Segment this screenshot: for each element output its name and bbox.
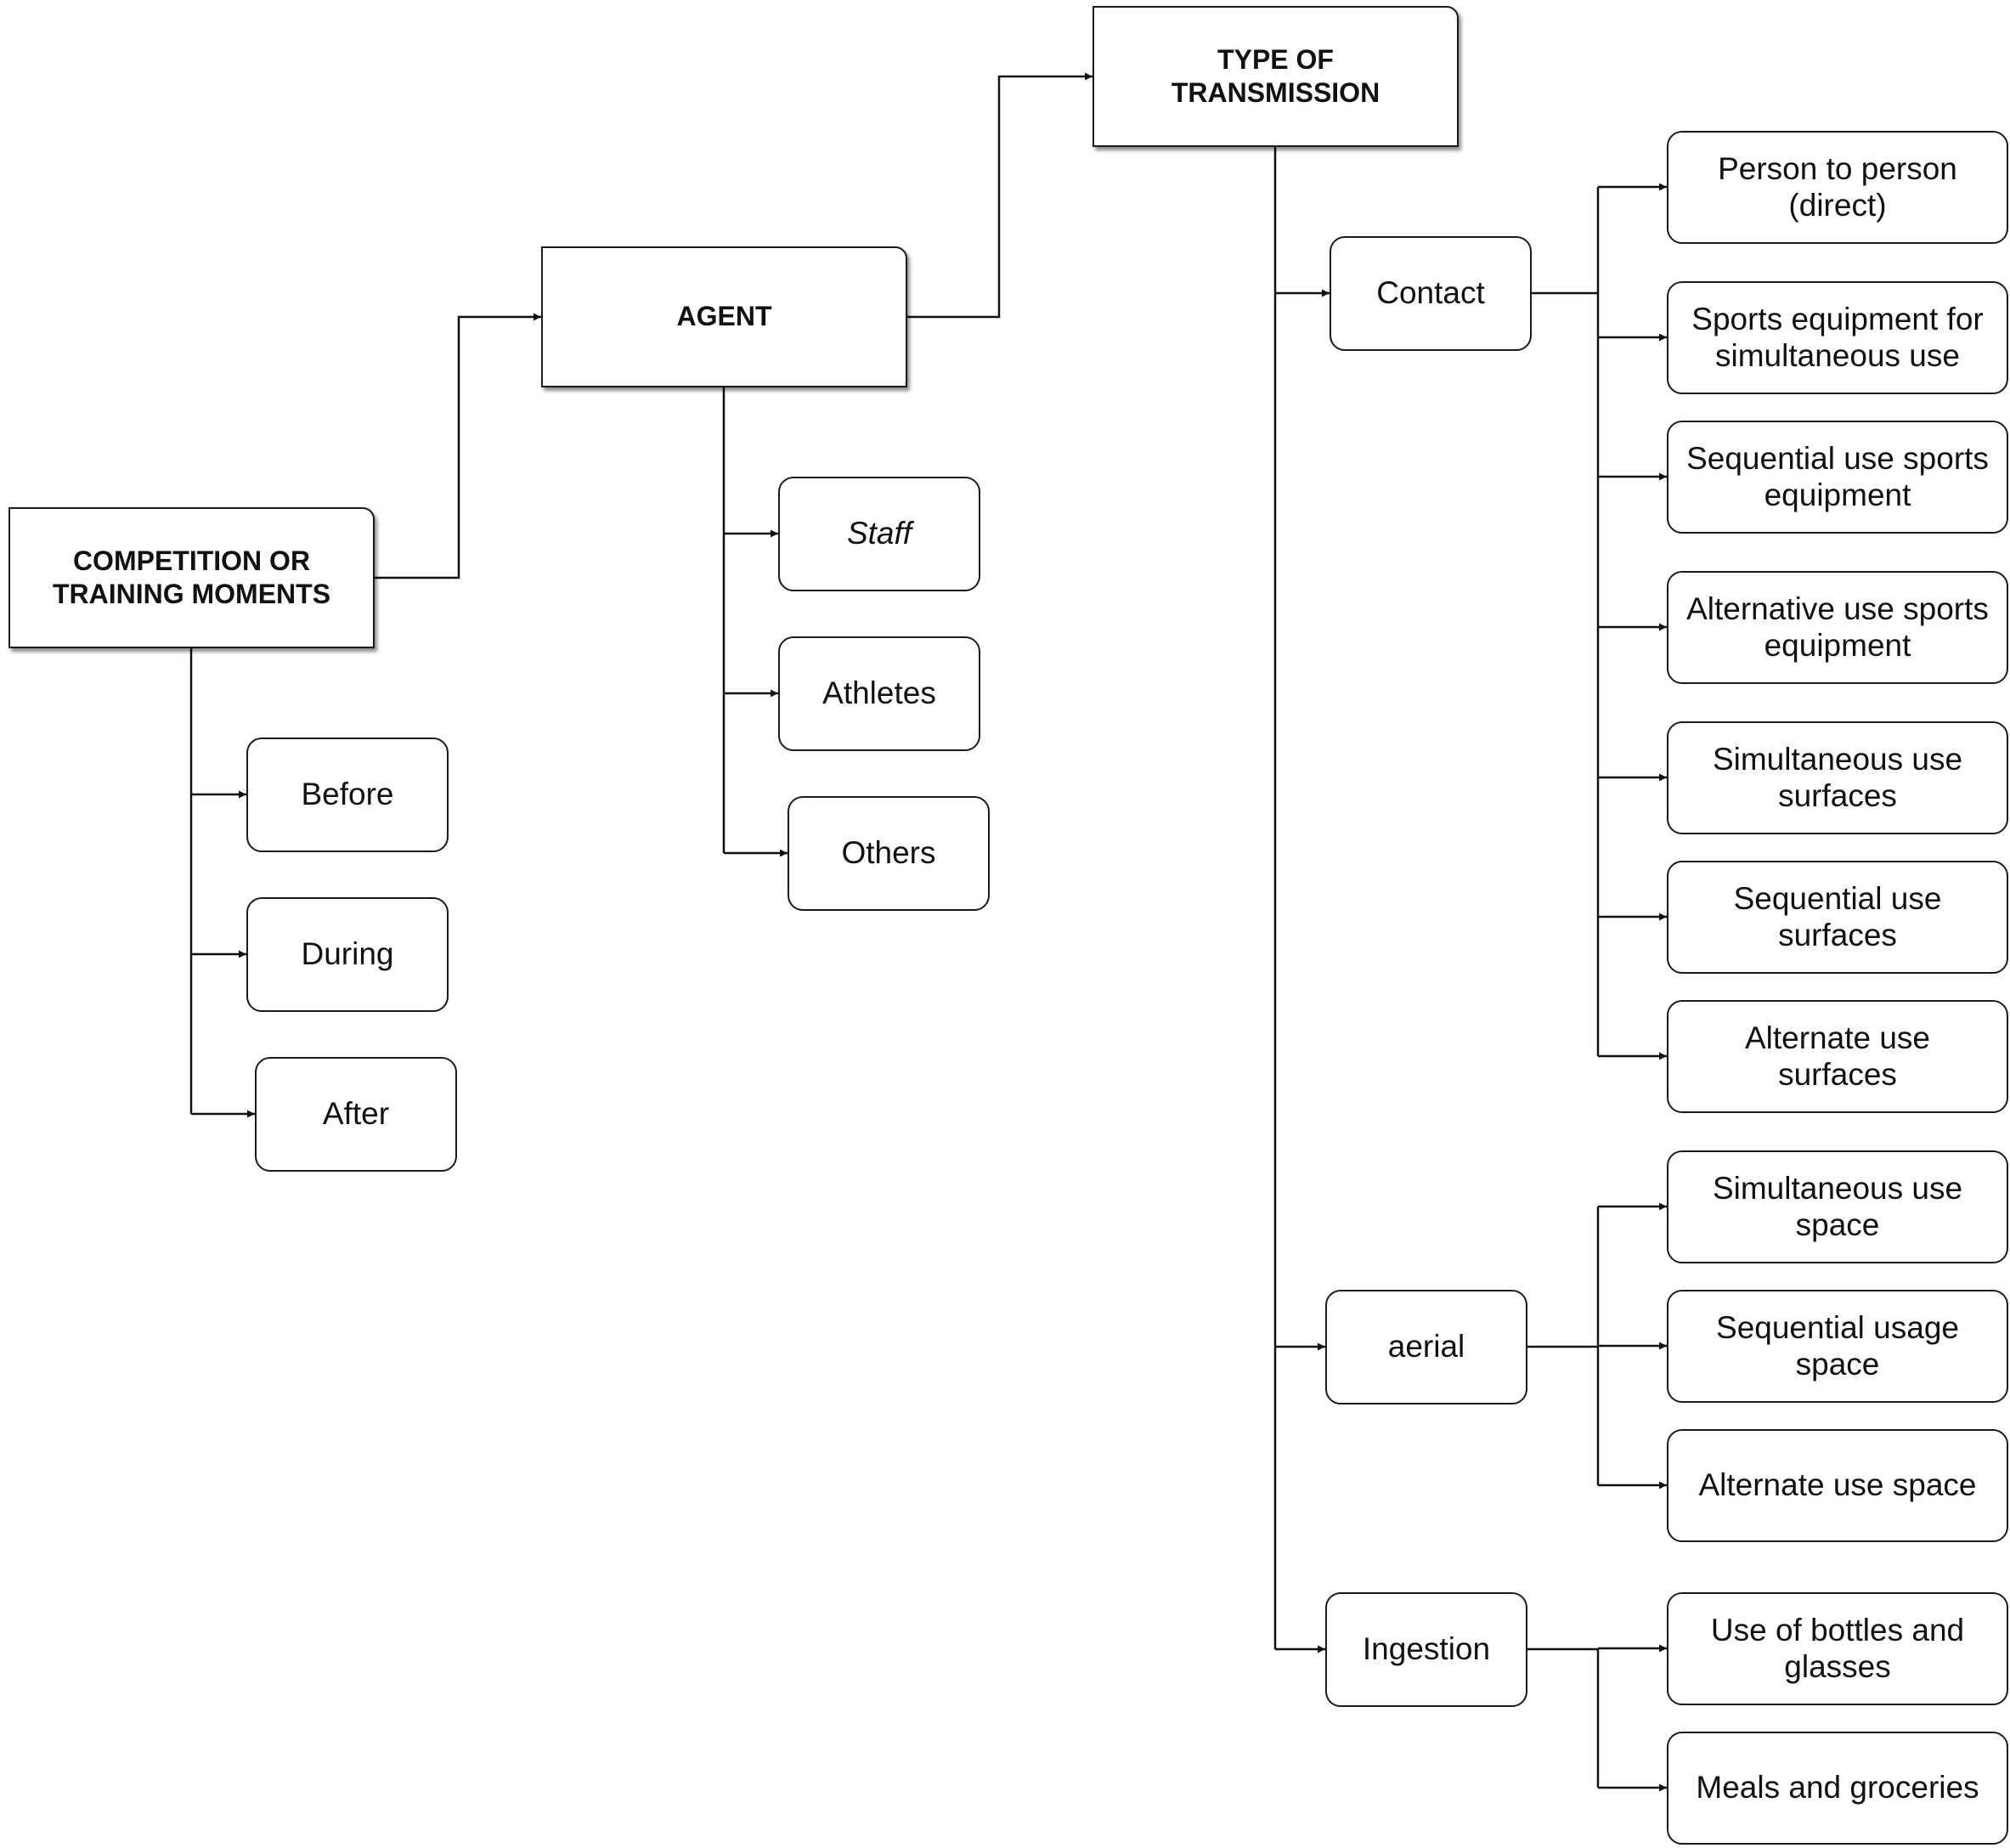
contact-item-label: Alternate use surfaces xyxy=(1744,1020,1931,1092)
transmission-aerial-label: aerial xyxy=(1387,1329,1465,1365)
moment-during-box: During xyxy=(246,897,449,1012)
ingestion-item-label: Meals and groceries xyxy=(1696,1770,1979,1806)
contact-item-surfaces-alternate: Alternate use surfaces xyxy=(1667,1000,2008,1113)
contact-item-label: Sequential use surfaces xyxy=(1733,880,1942,952)
contact-item-surfaces-sequential: Sequential use surfaces xyxy=(1667,861,2008,974)
aerial-item-label: Sequential usage space xyxy=(1716,1309,1959,1382)
aerial-item-label: Alternate use space xyxy=(1698,1467,1977,1503)
ingestion-item-label: Use of bottles and glasses xyxy=(1710,1612,1965,1684)
type-of-transmission-label: TYPE OF TRANSMISSION xyxy=(1171,43,1380,108)
agent-athletes-box: Athletes xyxy=(778,636,980,751)
agent-staff-box: Staff xyxy=(778,477,980,591)
contact-item-label: Simultaneous use surfaces xyxy=(1712,741,1963,813)
agent-athletes-label: Athletes xyxy=(822,675,936,711)
contact-item-label: Alternative use sports equipment xyxy=(1686,591,1989,663)
aerial-item-space-simultaneous: Simultaneous use space xyxy=(1667,1150,2008,1263)
aerial-item-space-sequential: Sequential usage space xyxy=(1667,1290,2008,1403)
transmission-contact-box: Contact xyxy=(1330,236,1532,351)
agent-label: AGENT xyxy=(676,301,772,332)
agent-others-box: Others xyxy=(788,796,990,911)
agent-box: AGENT xyxy=(541,246,907,387)
transmission-aerial-box: aerial xyxy=(1325,1290,1527,1404)
moment-during-label: During xyxy=(301,936,394,972)
connector-arrow xyxy=(375,313,541,579)
type-of-transmission-box: TYPE OF TRANSMISSION xyxy=(1093,6,1459,147)
agent-others-label: Others xyxy=(841,835,936,871)
ingestion-item-meals: Meals and groceries xyxy=(1667,1732,2008,1845)
moment-after-label: After xyxy=(322,1096,390,1132)
moment-after-box: After xyxy=(255,1057,457,1172)
transmission-ingestion-box: Ingestion xyxy=(1325,1592,1527,1707)
competition-or-training-moments-box: COMPETITION OR TRAINING MOMENTS xyxy=(8,507,375,648)
transmission-contact-label: Contact xyxy=(1376,275,1485,311)
contact-item-label: Sequential use sports equipment xyxy=(1686,440,1989,512)
contact-item-equipment-alternative: Alternative use sports equipment xyxy=(1667,571,2008,684)
competition-or-training-moments-label: COMPETITION OR TRAINING MOMENTS xyxy=(52,545,331,609)
moment-before-label: Before xyxy=(301,777,394,812)
transmission-ingestion-label: Ingestion xyxy=(1362,1631,1491,1667)
contact-item-equipment-simultaneous: Sports equipment for simultaneous use xyxy=(1667,281,2008,394)
moment-before-box: Before xyxy=(246,738,449,852)
contact-item-surfaces-simultaneous: Simultaneous use surfaces xyxy=(1667,721,2008,834)
connector-arrow xyxy=(907,72,1093,319)
aerial-item-label: Simultaneous use space xyxy=(1712,1170,1963,1242)
agent-staff-label: Staff xyxy=(846,516,912,551)
contact-item-person-to-person: Person to person (direct) xyxy=(1667,131,2008,244)
ingestion-item-bottles: Use of bottles and glasses xyxy=(1667,1592,2008,1705)
aerial-item-space-alternate: Alternate use space xyxy=(1667,1429,2008,1542)
contact-item-label: Person to person (direct) xyxy=(1718,150,1957,223)
contact-item-label: Sports equipment for simultaneous use xyxy=(1691,301,1984,373)
contact-item-equipment-sequential: Sequential use sports equipment xyxy=(1667,421,2008,534)
